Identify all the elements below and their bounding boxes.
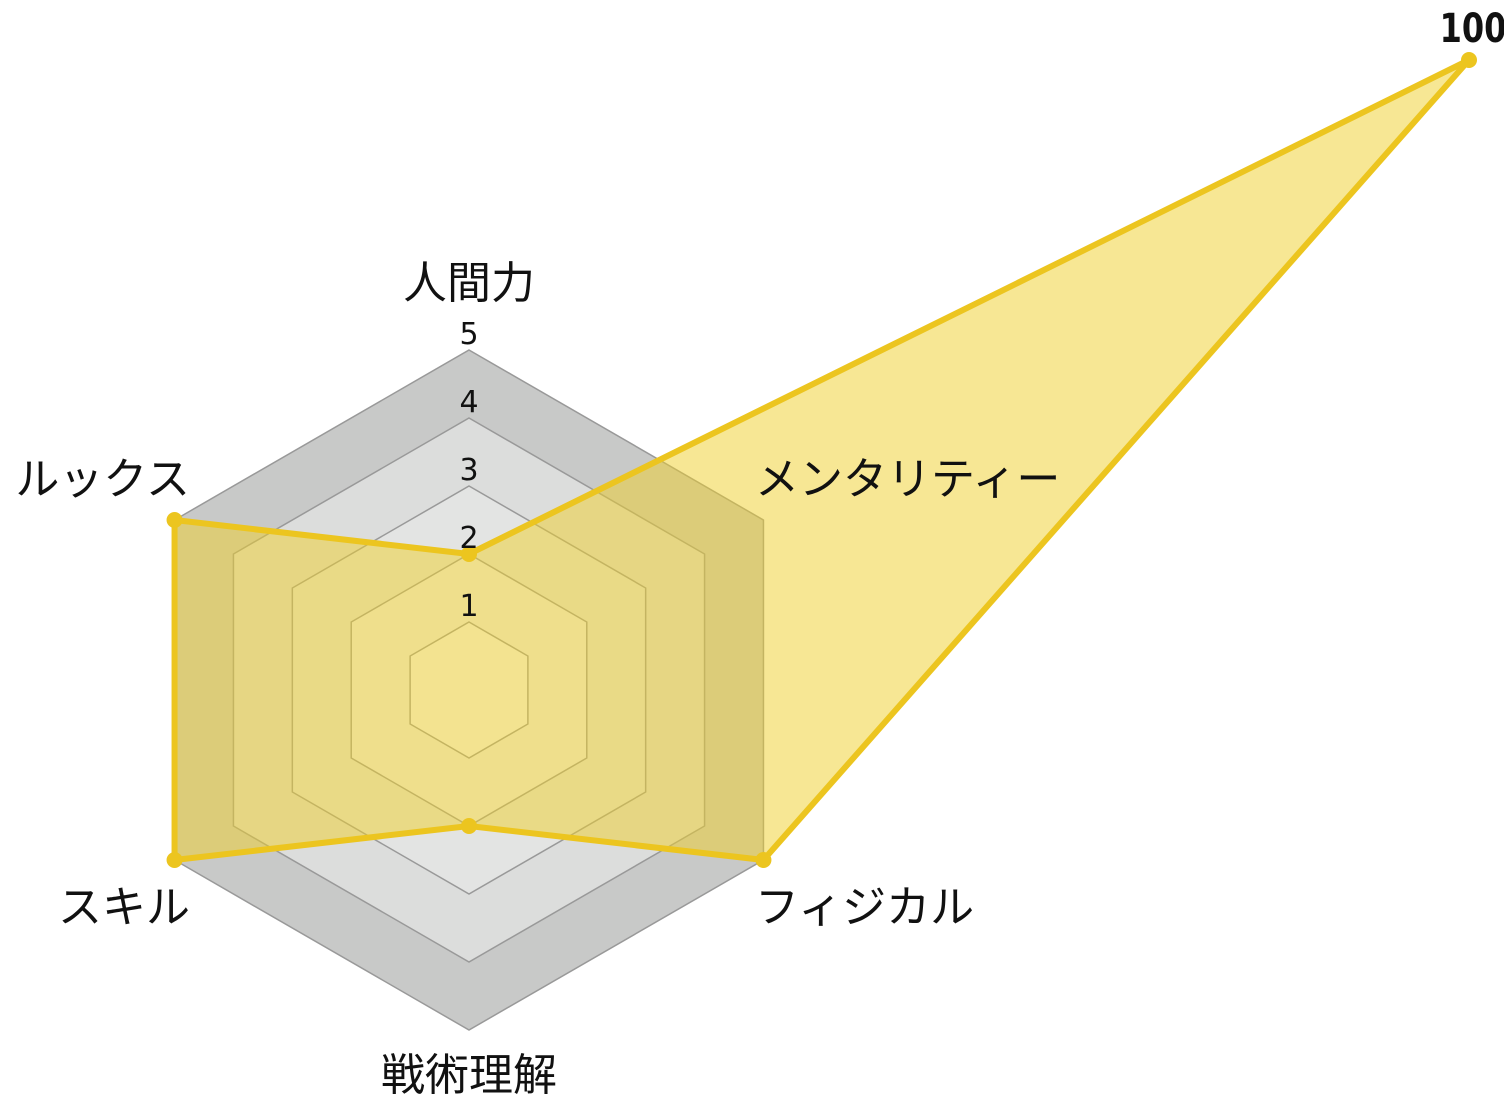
axis-label: ルックス [15, 454, 190, 505]
tick-label: 5 [459, 317, 478, 352]
data-point-0 [461, 546, 477, 562]
data-point-4 [166, 852, 183, 868]
axis-label: メンタリティー [755, 454, 1060, 505]
axis-label: スキル [58, 882, 190, 933]
tick-label: 3 [459, 453, 478, 488]
data-point-3 [461, 818, 477, 834]
tick-label: 1 [459, 589, 478, 624]
data-label: 100 [1440, 4, 1504, 51]
axis-label: 戦術理解 [381, 1050, 557, 1096]
series [166, 52, 1477, 868]
data-point-5 [166, 512, 183, 528]
tick-label: 2 [459, 521, 478, 556]
tick-label: 4 [459, 385, 478, 420]
axis-label: フィジカル [755, 882, 974, 933]
data-point-2 [755, 852, 772, 868]
data-point-1 [1461, 52, 1477, 68]
axis-label: 人間力 [403, 258, 535, 309]
